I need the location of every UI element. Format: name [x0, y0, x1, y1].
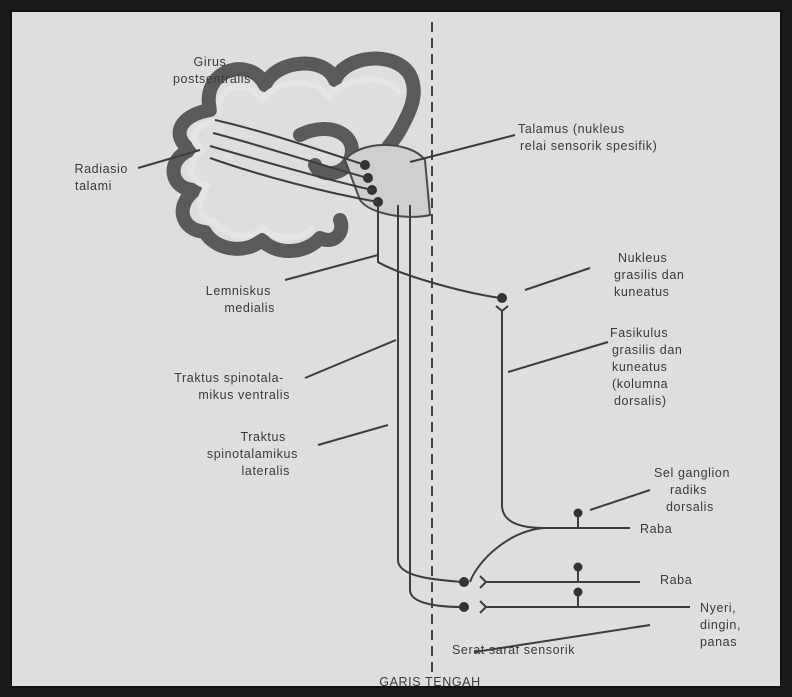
- label-garis-tengah: GARIS TENGAH: [379, 675, 480, 689]
- label-spinotal-ventral: Traktus spinotala- mikus ventralis: [174, 371, 290, 402]
- fasciculus-fiber: [502, 311, 630, 528]
- label-spinotal-lateral: Traktus spinotalamikus lateralis: [207, 430, 302, 478]
- thalamus-nucleus: [345, 145, 430, 217]
- synapse-2: [480, 601, 486, 613]
- label-serat: Serat saraf sensorik: [452, 643, 575, 657]
- touch-crossing-fiber: [470, 528, 545, 582]
- label-nyeri: Nyeri, dingin, panas: [700, 601, 745, 649]
- ganglion-cells: [574, 509, 583, 608]
- label-lemniskus: Lemniskus medialis: [206, 284, 275, 315]
- label-sel-ganglion: Sel ganglion radiks dorsalis: [654, 466, 734, 514]
- dorsal-horn-cell-2: [459, 602, 469, 612]
- nucleus-gracilis-cell: [497, 293, 507, 303]
- dorsal-horn-cell-1: [459, 577, 469, 587]
- label-talamus: Talamus (nukleus relai sensorik spesifik…: [518, 122, 657, 153]
- nucleus-synapse: [496, 306, 508, 311]
- synapse-1: [480, 576, 486, 588]
- label-radiasio: Radiasio talami: [74, 162, 132, 193]
- medial-lemniscus: [378, 205, 500, 298]
- label-raba-1: Raba: [640, 522, 672, 536]
- spinothalamic-lateral-fiber: [410, 205, 462, 607]
- label-fasikulus: Fasikulus grasilis dan kuneatus (kolumna…: [610, 326, 687, 408]
- label-nukleus: Nukleus grasilis dan kuneatus: [614, 251, 689, 299]
- label-raba-2: Raba: [660, 573, 692, 587]
- spinothalamic-ventral-fiber: [398, 205, 462, 582]
